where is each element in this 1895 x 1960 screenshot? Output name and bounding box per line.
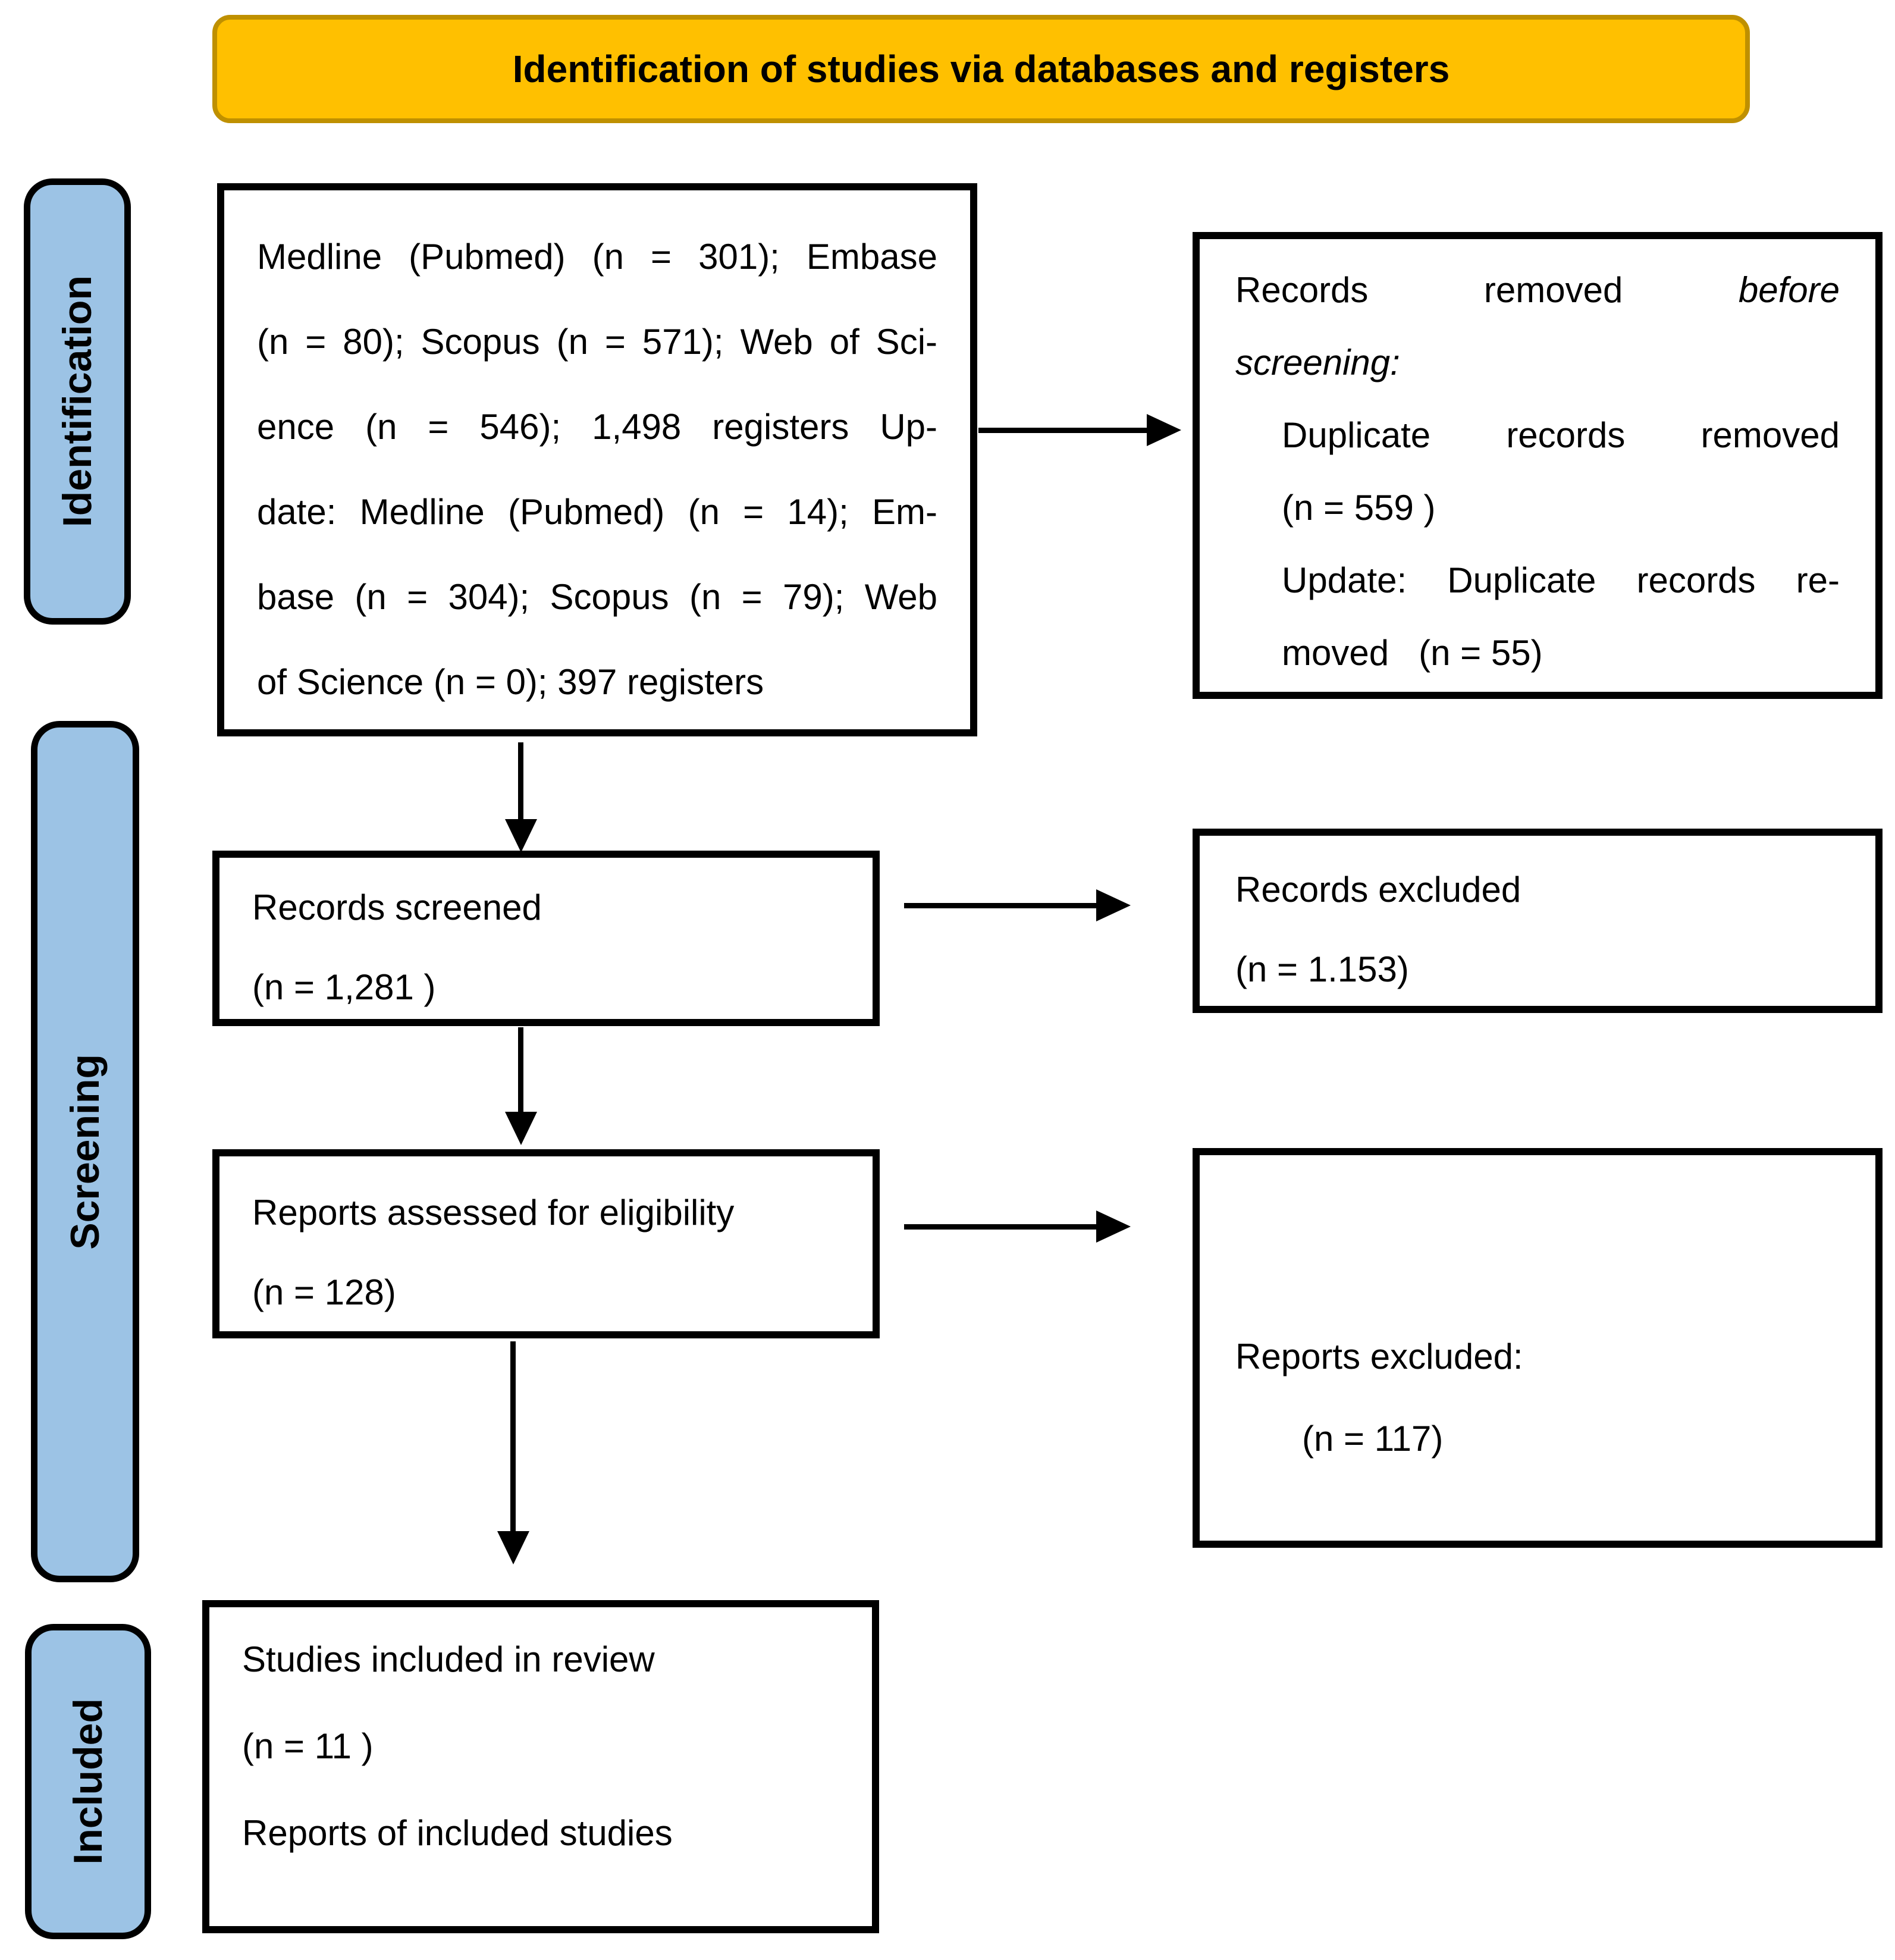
box-line: (n = 559 ) <box>1282 488 1436 528</box>
arrow-databases-to-removed-line <box>978 428 1150 433</box>
box-line: Reports excluded: <box>1235 1337 1523 1376</box>
box-line: (n = 117) <box>1302 1419 1444 1459</box>
box-studies-included: Studies included in review (n = 11 ) Rep… <box>202 1600 879 1933</box>
box-line: (n = 1.153) <box>1235 949 1409 989</box>
arrow-assessed-to-included-line <box>510 1341 516 1535</box>
box-reports-excluded: Reports excluded: (n = 117) <box>1193 1148 1883 1548</box>
box-line: Update: Duplicate records re- <box>1282 560 1840 600</box>
box-line: (n = 128) <box>252 1272 396 1312</box>
stage-label-included: Included <box>25 1624 151 1939</box>
box-records-excluded: Records excluded (n = 1.153) <box>1193 829 1883 1013</box>
box-reports-assessed: Reports assessed for eligibility (n = 12… <box>212 1149 880 1338</box>
box-line: ence (n = 546); 1,498 registers Up- <box>257 407 937 447</box>
box-line: Records removed before <box>1235 254 1840 327</box>
box-line: date: Medline (Pubmed) (n = 14); Em- <box>257 492 937 532</box>
box-line: Reports assessed for eligibility <box>252 1193 735 1233</box>
box-line: screening: <box>1235 343 1400 382</box>
box-line: Duplicate records removed <box>1282 415 1840 455</box>
box-line-text: Records removed <box>1235 270 1623 310</box>
box-databases-registers: Medline (Pubmed) (n = 301); Embase (n = … <box>217 183 977 736</box>
box-line: Reports of included studies <box>242 1813 673 1853</box>
stage-label-identification-text: Identification <box>55 275 100 528</box>
box-line: of Science (n = 0); 397 registers <box>257 662 764 702</box>
arrow-screened-to-assessed-head <box>505 1112 537 1145</box>
box-line: Medline (Pubmed) (n = 301); Embase <box>257 237 937 277</box>
arrow-screened-to-excluded-head <box>1096 889 1131 921</box>
box-line: (n = 11 ) <box>242 1726 374 1766</box>
arrow-databases-to-screened-line <box>518 742 523 823</box>
box-line: Studies included in review <box>242 1639 655 1679</box>
stage-label-screening: Screening <box>31 721 139 1582</box>
arrow-databases-to-removed-head <box>1147 414 1181 446</box>
box-line: (n = 80); Scopus (n = 571); Web of Sci- <box>257 322 937 362</box>
box-records-screened: Records screened (n = 1,281 ) <box>212 851 880 1026</box>
box-line: Records screened <box>252 887 542 927</box>
arrow-screened-to-excluded-line <box>904 903 1099 908</box>
box-line-text-italic: before <box>1738 270 1840 310</box>
arrow-databases-to-screened-head <box>505 819 537 852</box>
box-line: (n = 1,281 ) <box>252 967 436 1007</box>
stage-label-screening-text: Screening <box>62 1053 108 1250</box>
stage-label-identification: Identification <box>24 178 131 625</box>
box-records-removed-before-screening: Records removed before screening: Duplic… <box>1193 232 1883 699</box>
arrow-assessed-to-reports-excluded-line <box>904 1224 1099 1230</box>
stage-label-included-text: Included <box>65 1698 111 1865</box>
box-line: Records excluded <box>1235 870 1521 910</box>
arrow-screened-to-assessed-line <box>518 1027 523 1115</box>
arrow-assessed-to-reports-excluded-head <box>1096 1211 1131 1243</box>
box-line: base (n = 304); Scopus (n = 79); Web <box>257 577 937 617</box>
box-line: moved (n = 55) <box>1282 633 1543 673</box>
banner-title: Identification of studies via databases … <box>512 48 1450 90</box>
banner: Identification of studies via databases … <box>212 15 1750 123</box>
arrow-assessed-to-included-head <box>497 1531 529 1564</box>
